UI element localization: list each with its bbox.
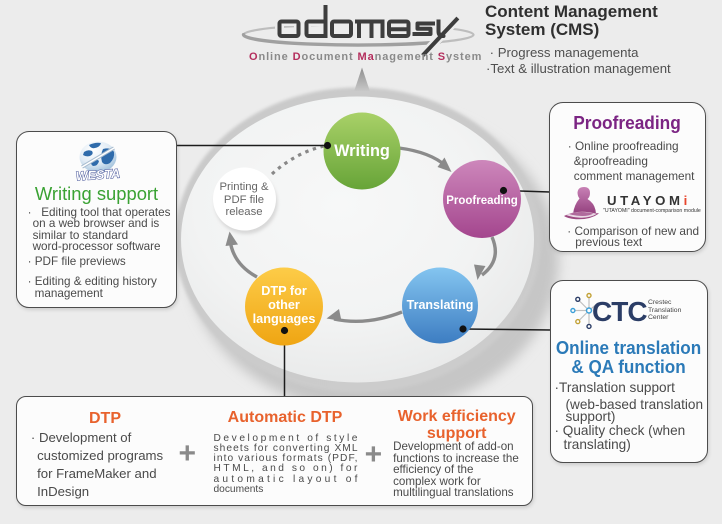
svg-text:WESTA: WESTA	[75, 166, 120, 183]
